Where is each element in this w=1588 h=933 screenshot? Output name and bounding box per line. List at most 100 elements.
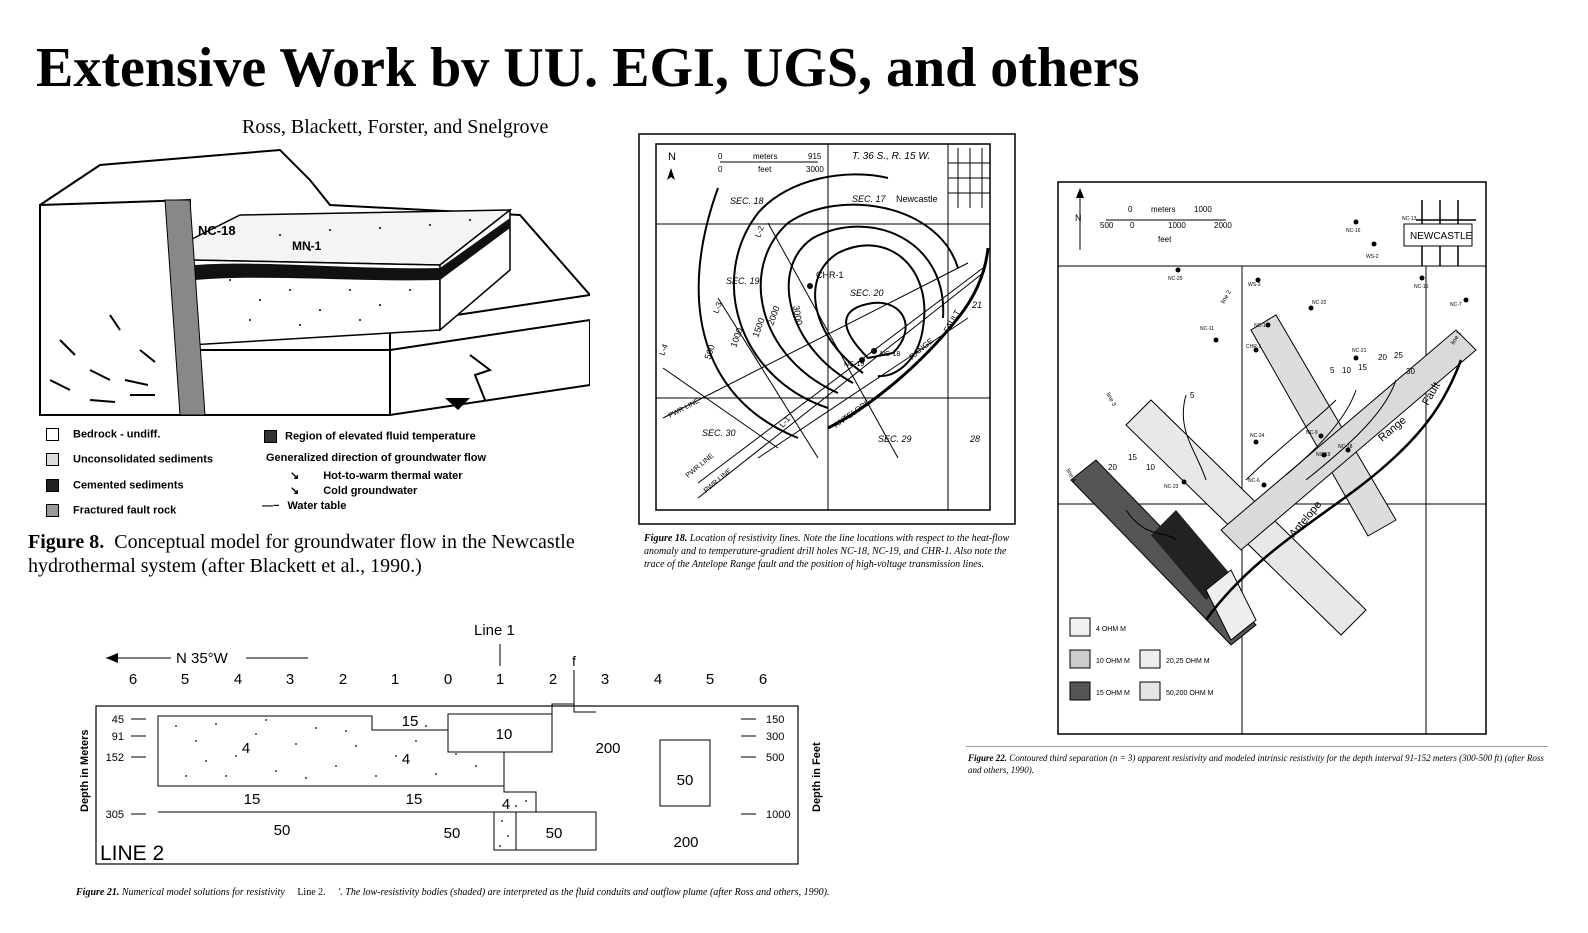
- fig21-left-axis-label: Depth in Meters: [79, 729, 91, 812]
- fig22-contour-20a: 20: [1378, 353, 1387, 362]
- fig18-sec21: 21: [971, 300, 982, 310]
- fig21-tick-2l: 2: [339, 671, 347, 688]
- fig8-nc18-label: NC-18: [198, 223, 236, 238]
- fig8-legend-elevated: Region of elevated fluid temperature: [264, 430, 476, 443]
- fig21-tick-5r: 5: [706, 671, 714, 688]
- fig22-well-nc10: NC-10: [1254, 323, 1269, 329]
- fig18-newcastle: Newcastle: [896, 194, 938, 204]
- fig21-tick-4l: 4: [234, 671, 242, 688]
- fig22-well-nc21: NC-21: [1352, 348, 1367, 354]
- fig22-well-nc22: NC-22: [1312, 300, 1327, 306]
- fig21-value-50-left: 50: [274, 822, 291, 839]
- fig22-contour-10b: 10: [1146, 463, 1155, 472]
- fig21-value-50-mid: 50: [444, 825, 461, 842]
- fig18-contour-500: 500: [702, 343, 717, 361]
- fig21-value-50-box: 50: [677, 772, 694, 789]
- fig21-value-4-plume: 4: [502, 796, 510, 813]
- fig22-contour-15b: 15: [1128, 453, 1137, 462]
- fig21-line2-label: LINE 2: [100, 842, 164, 865]
- fig22-contour-15a: 15: [1358, 363, 1367, 372]
- fig22-well-nc23: NC-23: [1164, 484, 1179, 490]
- fig21-right-axis-label: Depth in Feet: [811, 742, 823, 812]
- fig8-legend-thermal: ↘Hot-to-warm thermal water: [290, 470, 463, 482]
- fig21-value-10: 10: [496, 726, 513, 743]
- fig21-line1-label: Line 1: [474, 622, 515, 639]
- fig21-value-15-right: 15: [406, 791, 423, 808]
- fig18-well-nc19: NC-19: [844, 361, 864, 368]
- fig22-well-nc13: NC-13: [1402, 216, 1417, 222]
- fig22-well-nc25: NC-25: [1168, 276, 1183, 282]
- fig22-well-nc9: NC-9: [1306, 430, 1318, 436]
- fig18-sec20: SEC. 20: [850, 288, 884, 298]
- fig18-line-l4: L-4: [657, 342, 670, 356]
- fig18-scale-meters: meters: [753, 152, 777, 161]
- fig21-tick-1r: 1: [496, 671, 504, 688]
- fig22-legend-20ohm: 20,25 OHM M: [1166, 658, 1210, 665]
- fig21-depth-150ft: 150: [766, 714, 784, 726]
- fig22-scale-f2000: 2000: [1214, 221, 1232, 230]
- fig22-well-chr1: CHR-1: [1246, 344, 1261, 350]
- fig8-authors: Ross, Blackett, Forster, and Snelgrove: [242, 116, 549, 138]
- fig18-scale-feet: feet: [758, 165, 772, 174]
- cemented-swatch: [46, 479, 59, 492]
- bedrock-swatch: [46, 428, 59, 441]
- fig8-legend-flow-heading: Generalized direction of groundwater flo…: [266, 452, 487, 464]
- fig21-f-label: f: [572, 653, 576, 669]
- fig22-well-nc11: NC-11: [1200, 326, 1214, 332]
- fig22-legend-50ohm: 50,200 OHM M: [1166, 690, 1214, 697]
- fig18-well-chr1: CHR-1: [816, 270, 844, 280]
- fig21-tick-3l: 3: [286, 671, 294, 688]
- fig22-well-nc18: NC-18: [1338, 444, 1353, 450]
- fig18-sec18: SEC. 18: [730, 196, 764, 206]
- fig18-north-label: N: [668, 151, 676, 163]
- fig22-contour-5b: 5: [1190, 391, 1195, 400]
- fault-rock-swatch: [46, 504, 59, 517]
- fig21-depth-500ft: 500: [766, 752, 784, 764]
- fig22-scale-m0: 0: [1128, 205, 1133, 214]
- fig22-scale-f0: 0: [1130, 221, 1135, 230]
- fig8-legend-fault: Fractured fault rock: [46, 504, 176, 517]
- fig18-contour-3000: 3000: [791, 305, 804, 326]
- fig18-sec28: 28: [969, 434, 980, 444]
- fig22-well-nc7: NC-7: [1450, 302, 1462, 308]
- fig21-tick-0: 0: [444, 671, 452, 688]
- fig21-resistivity-section: Line 1 f N 35°W 6 5 4 3 2 1 0 1 2 3 4 5 …: [79, 622, 823, 865]
- fig8-caption: Figure 8. Conceptual model for groundwat…: [28, 531, 575, 577]
- fig18-line-l3: L-3: [711, 300, 724, 314]
- fig22-well-nc16: NC-16: [1346, 228, 1361, 234]
- fig21-tick-6r: 6: [759, 671, 767, 688]
- fig21-value-200-top: 200: [595, 740, 620, 757]
- thermal-arrow-icon: ↘: [290, 470, 300, 482]
- fig8-legend-cemented: Cemented sediments: [46, 479, 184, 492]
- fig22-contour-20b: 20: [1108, 463, 1117, 472]
- fig8-legend-cold: ↘Cold groundwater: [290, 485, 418, 497]
- fig21-value-4-mid: 4: [402, 751, 410, 768]
- fig22-scale-f500: 500: [1100, 221, 1114, 230]
- fig22-map: NEWCASTLE N 0 meters 1000 500 0 1000 200…: [1057, 181, 1487, 735]
- fig21-value-200-bottom: 200: [673, 834, 698, 851]
- fig18-caption: Figure 18. Location of resistivity lines…: [644, 533, 1010, 570]
- fig18-sec19: SEC. 19: [726, 276, 760, 286]
- fig22-divider: [966, 746, 1548, 747]
- fig21-depth-300ft: 300: [766, 731, 784, 743]
- fig22-scale-feet: feet: [1158, 235, 1172, 244]
- fig22-newcastle: NEWCASTLE: [1410, 231, 1473, 242]
- fig22-north-label: N: [1075, 213, 1082, 223]
- fig21-tick-4r: 4: [654, 671, 662, 688]
- fig22-scale-meters: meters: [1151, 205, 1175, 214]
- cold-arrow-icon: ↘: [290, 485, 300, 497]
- fig18-map: N 0 meters 915 0 feet 3000 T. 36 S., R. …: [638, 133, 1016, 525]
- fig21-tick-1l: 1: [391, 671, 399, 688]
- fig21-direction: N 35°W: [176, 650, 229, 667]
- fig22-scale-m1: 1000: [1194, 205, 1212, 214]
- fig22-well-nc15: NC-15: [1414, 284, 1429, 290]
- fig21-depth-45: 45: [112, 714, 124, 726]
- fig18-sec30: SEC. 30: [702, 428, 736, 438]
- fig18-scale-m0: 0: [718, 152, 723, 161]
- fig22-legend-10ohm: 10 OHM M: [1096, 658, 1130, 665]
- fig22-scale-f1000: 1000: [1168, 221, 1186, 230]
- fig22-contour-10a: 10: [1342, 366, 1351, 375]
- fig21-value-50-right: 50: [546, 825, 563, 842]
- fig22-well-nc24: NC-24: [1250, 433, 1265, 439]
- fig21-depth-305: 305: [106, 809, 124, 821]
